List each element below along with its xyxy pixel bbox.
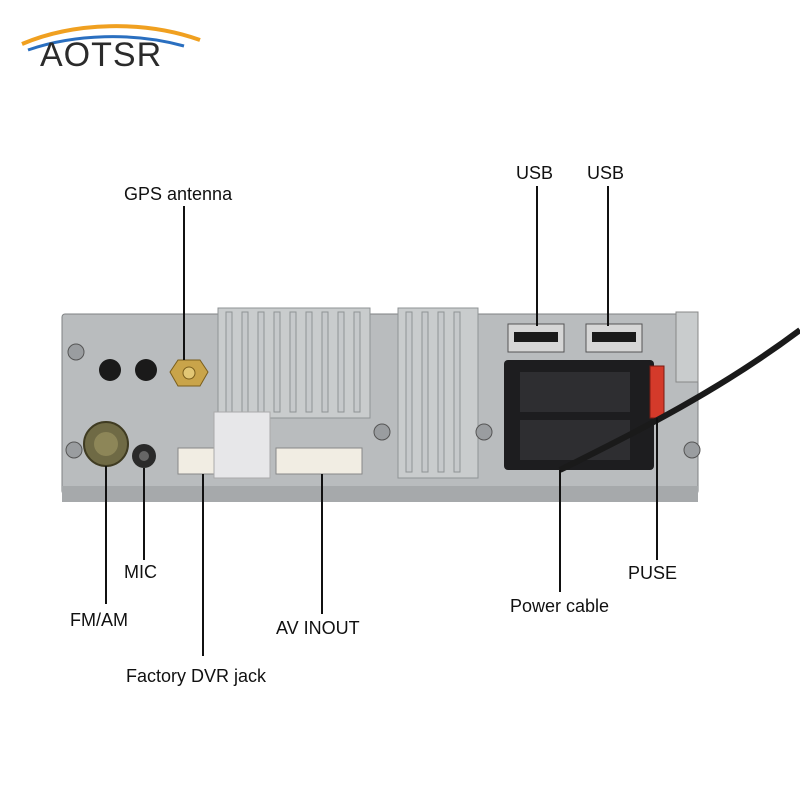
leader-lines [105, 186, 658, 656]
mic-jack-icon [132, 444, 156, 468]
heatsink-fins [217, 307, 479, 479]
gps-connector-icon [169, 359, 209, 387]
hole-icon [135, 359, 157, 381]
panel-lower-lip [62, 486, 698, 502]
label-factory-dvr-jack: Factory DVR jack [126, 666, 267, 686]
dvr-connector-icon [177, 447, 219, 475]
hole-icon [99, 359, 121, 381]
label-power-cable: Power cable [510, 596, 610, 616]
usb-port-icon [585, 323, 643, 353]
brand-swoosh-icon [21, 24, 201, 52]
brand-logo [14, 10, 214, 80]
label-av-inout: AV INOUT [276, 618, 360, 638]
label-mic: MIC [124, 562, 157, 582]
power-connector-icon [504, 360, 654, 470]
brand-name: AOTSR [40, 36, 163, 74]
av-connector-icon [275, 447, 363, 475]
usb-port-icon [507, 323, 565, 353]
label-usb-right: USB [587, 163, 625, 183]
fuse-icon [649, 365, 665, 419]
label-fuse: PUSE [628, 563, 678, 583]
sticker [213, 411, 271, 479]
power-cable [558, 327, 800, 473]
side-bracket [675, 311, 699, 383]
label-usb-left: USB [516, 163, 554, 183]
label-fm-am: FM/AM [70, 610, 128, 630]
fm-am-connector-icon [83, 421, 129, 467]
label-gps-antenna: GPS antenna [124, 184, 233, 204]
